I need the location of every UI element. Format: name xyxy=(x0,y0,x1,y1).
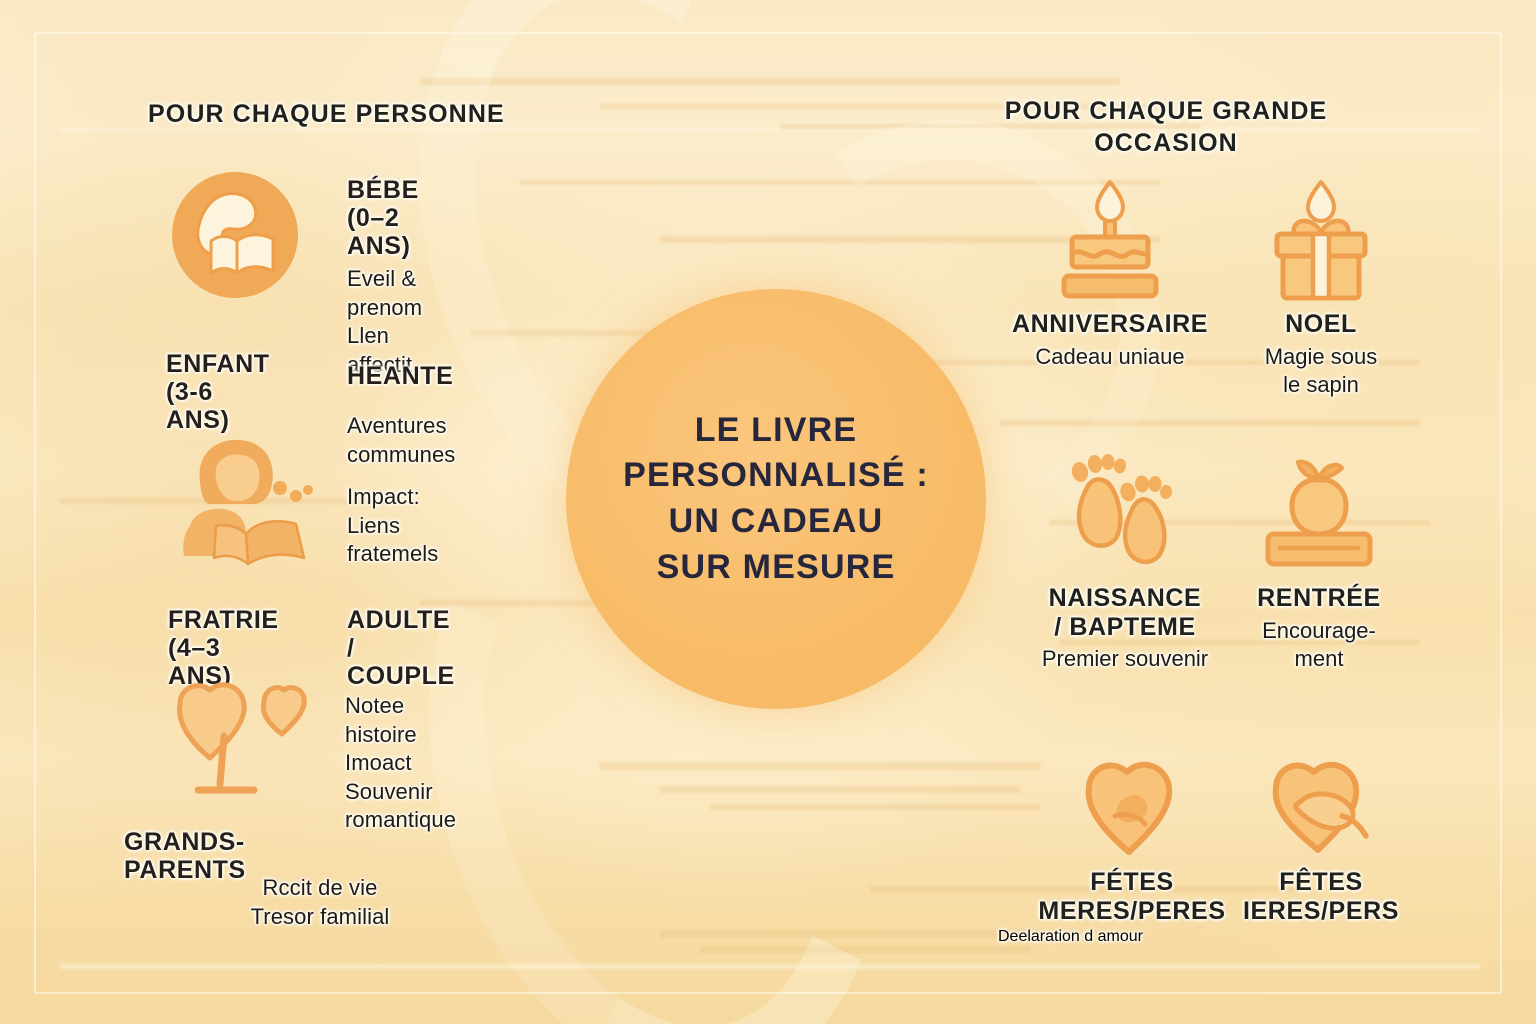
audience-detail-line: Souvenir romantique xyxy=(345,778,457,833)
occasion-subtitle: Cadeau uniaue xyxy=(1035,343,1185,369)
occasion-title-line-1: FÉTES xyxy=(1090,868,1174,896)
center-title-line-4: SUR MESURE xyxy=(656,547,896,586)
heading-pour-chaque-grande-occasion: POUR CHAQUE GRANDE OCCASION xyxy=(1004,97,1328,157)
audience-details-adulte: Notee histoire Imoact Souvenir romantiqu… xyxy=(345,692,456,835)
audience-title-adulte: ADULTE xyxy=(347,606,451,634)
audience-item-enfant[interactable] xyxy=(168,430,313,566)
audience-label-bebe: BÉBE (0–2 ANS) xyxy=(347,176,419,260)
occasion-item-rentree[interactable]: RENTRÉE Encourage- ment xyxy=(1205,452,1433,673)
audience-detail-line: Imoact xyxy=(345,750,412,776)
audience-detail-line: Notee histoire xyxy=(345,693,417,747)
center-title-line-1: LE LIVRE xyxy=(694,410,858,449)
audience-detail-line: Aventures xyxy=(347,413,447,438)
heading-pour-chaque-personne: POUR CHAQUE PERSONNE xyxy=(148,100,505,128)
audience-label-fratrie: FRATRIE (4–3 ANS) xyxy=(168,606,279,690)
audience-item-fratrie[interactable] xyxy=(160,678,307,806)
audience-item-bebe[interactable] xyxy=(172,172,300,300)
audience-age-bebe: (0–2 ANS) xyxy=(347,204,411,260)
audience-title-enfant: ENFANT xyxy=(166,350,270,378)
occasion-title: RENTRÉE xyxy=(1257,584,1381,612)
heart-bird-icon xyxy=(1207,736,1435,864)
occasion-subtitle-line-2: ment xyxy=(1294,645,1344,671)
center-title-line-2: PERSONNALISÉ : xyxy=(623,456,929,495)
gift-box-icon xyxy=(1207,178,1435,306)
audience-title-heante: HEANTE xyxy=(347,362,454,390)
occasion-item-fetes-meres-peres[interactable]: FÉTES MERES/PERES xyxy=(1017,736,1247,925)
audience-label-adulte: ADULTE / COUPLE xyxy=(347,606,455,690)
audience-title-fratrie: FRATRIE xyxy=(168,606,279,634)
occasion-item-noel[interactable]: NOEL Magie sous le sapin xyxy=(1207,178,1435,399)
occasion-title: ANNIVERSAIRE xyxy=(1011,310,1209,338)
audience-detail-line: Impact: xyxy=(347,484,420,510)
audience-title-bebe: BÉBE xyxy=(347,176,419,204)
audience-detail-line: communes xyxy=(347,441,456,467)
audience-details-grands-parents: Rccit de vie Tresor familial xyxy=(170,874,470,931)
birthday-cake-icon xyxy=(995,178,1225,306)
audience-detail-line: Rccit de vie xyxy=(262,875,378,900)
audience-age-enfant: (3-6 ANS) xyxy=(166,378,230,434)
audience-details-bebe: Eveil & prenom Llen affectit xyxy=(347,265,422,379)
occasion-item-naissance-bapteme[interactable]: NAISSANCE / BAPTEME Premier souvenir xyxy=(1010,452,1240,673)
two-hearts-icon xyxy=(177,682,307,794)
audience-label-enfant: ENFANT (3-6 ANS) xyxy=(166,350,270,434)
occasion-title: NOEL xyxy=(1285,310,1357,338)
occasion-title-line-2: MERES/PERES xyxy=(1038,896,1226,925)
occasion-item-fetes-ieres-pers[interactable]: FÊTES IERES/PERS xyxy=(1207,736,1435,925)
audience-details-enfant: Aventures communes Impact: Liens frateme… xyxy=(347,412,455,569)
occasion-title-line-1: FÊTES xyxy=(1279,868,1363,896)
occasion-item-anniversaire[interactable]: ANNIVERSAIRE Cadeau uniaue xyxy=(995,178,1225,371)
audience-detail-line: Eveil & prenom xyxy=(347,266,423,320)
occasion-title-line-1: NAISSANCE xyxy=(1048,584,1202,612)
audience-title-grands-parents: GRANDS-PARENTS xyxy=(124,828,246,884)
audience-label-heante: HEANTE xyxy=(347,362,453,390)
audience-detail-line: Llen affectit xyxy=(347,323,413,377)
audience-detail-line: Liens fratemels xyxy=(347,512,439,567)
child-reading-icon xyxy=(183,439,313,566)
occasion-subtitle-line-1: Encourage- xyxy=(1262,617,1376,643)
audience-title-couple: / COUPLE xyxy=(347,634,455,690)
baby-reading-icon xyxy=(172,172,298,298)
occasion-title-line-2: IERES/PERS xyxy=(1242,896,1400,925)
occasion-subtitle-line-2: le sapin xyxy=(1283,371,1359,397)
heart-hand-icon xyxy=(1017,736,1247,864)
occasion-subtitle: Premier souvenir xyxy=(1041,646,1209,671)
occasion-caption-declaration-amour: Deelaration d amour xyxy=(998,928,1143,945)
audience-detail-line: Tresor familial xyxy=(250,903,390,929)
center-circle-title: LE LIVRE PERSONNALISÉ : UN CADEAU SUR ME… xyxy=(566,289,986,709)
baby-footprints-icon xyxy=(1010,452,1240,580)
occasion-title-line-2: / BAPTEME xyxy=(1054,612,1196,641)
audience-label-grands-parents: GRANDS-PARENTS xyxy=(124,828,246,884)
occasion-subtitle-line-1: Magie sous xyxy=(1264,343,1378,369)
apple-on-book-icon xyxy=(1205,452,1433,580)
center-title-line-3: UN CADEAU xyxy=(668,502,884,540)
